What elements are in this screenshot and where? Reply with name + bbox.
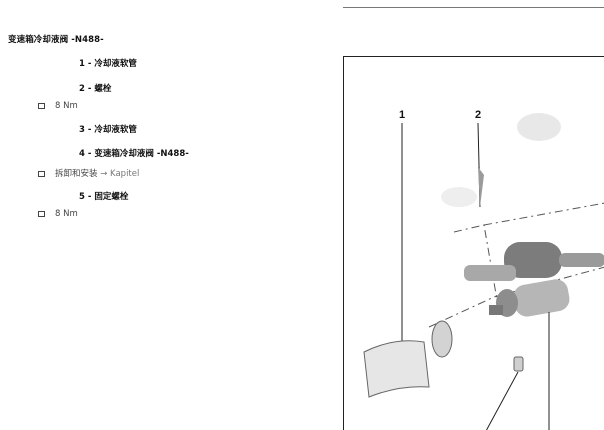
hose-connector	[464, 265, 516, 281]
item-4: 4 - 变速箱冷却液阀 -N488-	[79, 149, 189, 159]
top-divider	[343, 7, 604, 8]
item-number: 4	[79, 149, 85, 159]
section-title: 变速箱冷却液阀 -N488-	[8, 35, 104, 45]
exploded-view-figure: 1 2	[343, 56, 604, 430]
kapitel-link[interactable]: → Kapitel	[100, 169, 140, 179]
note-text: 8 Nm	[55, 209, 78, 219]
valve-body	[504, 242, 562, 278]
note-text: 8 Nm	[55, 101, 78, 111]
centerline	[483, 202, 604, 226]
callout-2: 2	[475, 109, 481, 121]
torque-note: 8 Nm	[38, 101, 78, 111]
fitting	[489, 305, 503, 315]
coolant-hose-3	[513, 279, 570, 317]
bolt-shape	[478, 167, 484, 207]
document-panel: 变速箱冷却液阀 -N488- 1 - 冷却液软管 2 - 螺栓 8 Nm 3 -…	[8, 35, 189, 219]
centerline	[453, 224, 501, 318]
mounting-bolt-5	[513, 356, 524, 372]
item-label: 固定螺栓	[94, 192, 129, 202]
smudge	[441, 187, 477, 207]
smudge	[517, 113, 561, 141]
checkbox-bullet-icon	[38, 171, 45, 177]
coolant-hose-1	[363, 340, 430, 398]
valve-port	[559, 253, 604, 267]
item-number: 3	[79, 125, 85, 135]
item-label: 螺栓	[94, 84, 112, 94]
checkbox-bullet-icon	[38, 211, 45, 217]
item-3: 3 - 冷却液软管	[79, 125, 137, 135]
centerline	[428, 266, 604, 328]
item-label: 冷却液软管	[94, 125, 137, 135]
item-5: 5 - 固定螺栓	[79, 192, 129, 202]
leader-line	[485, 371, 519, 430]
removal-note: 拆卸和安装 → Kapitel	[38, 167, 139, 179]
item-2: 2 - 螺栓	[79, 84, 112, 94]
item-label: 冷却液软管	[94, 59, 137, 69]
valve-assembly-illustration: 1 2	[363, 109, 604, 430]
torque-note: 8 Nm	[38, 209, 78, 219]
item-1: 1 - 冷却液软管	[79, 59, 137, 69]
item-number: 1	[79, 59, 85, 69]
checkbox-bullet-icon	[38, 103, 45, 109]
note-text: 拆卸和安装	[55, 169, 98, 179]
callout-1: 1	[399, 109, 405, 121]
clamp	[431, 320, 453, 358]
item-number: 2	[79, 84, 85, 94]
item-label: 变速箱冷却液阀 -N488-	[94, 149, 189, 159]
item-number: 5	[79, 192, 85, 202]
